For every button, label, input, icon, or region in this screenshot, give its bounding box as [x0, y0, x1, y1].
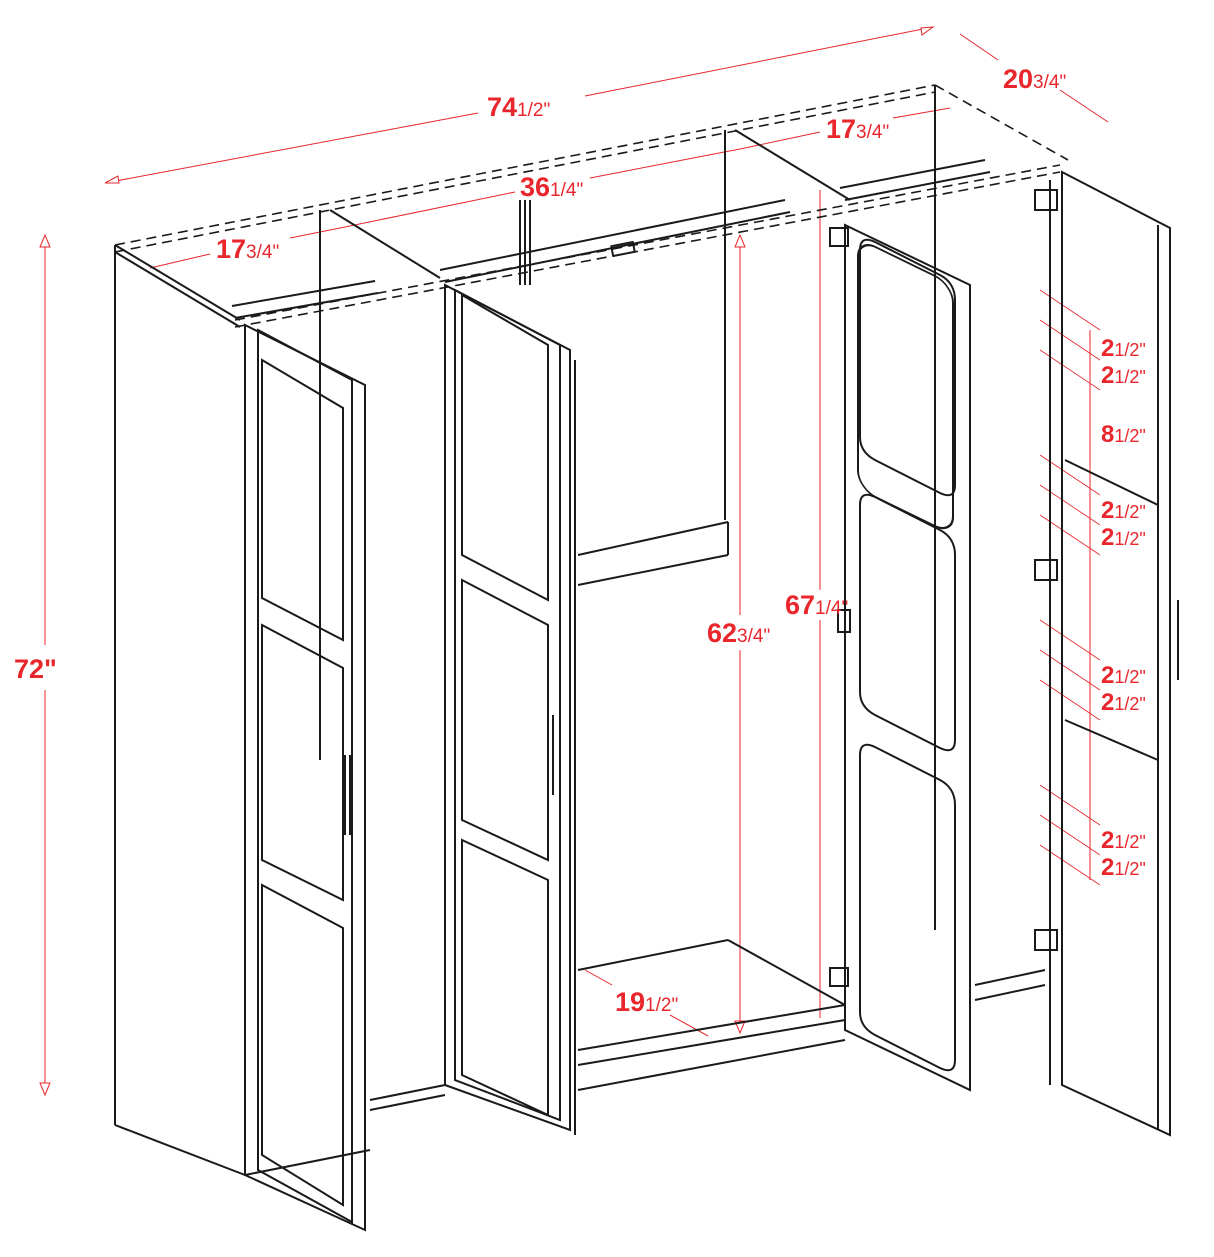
door-1	[244, 323, 366, 1232]
dim-center-section-width: 361/4"	[520, 172, 584, 202]
dim-shelf-spacing: 81/2"	[1101, 421, 1146, 448]
dim-shelf-spacing: 21/2"	[1101, 335, 1146, 362]
dim-overall-depth: 203/4"	[1003, 64, 1067, 94]
dim-center-hanging-height: 623/4"	[707, 618, 771, 648]
dim-shelf-spacing: 21/2"	[1101, 497, 1146, 524]
dim-overall-height: 72"	[14, 654, 57, 684]
dim-shelf-spacing: 21/2"	[1101, 827, 1146, 854]
dim-interior-depth: 191/2"	[615, 987, 679, 1017]
dim-left-section-width: 173/4"	[216, 234, 280, 264]
dim-right-section-width: 173/4"	[826, 114, 890, 144]
dim-shelf-spacing: 21/2"	[1101, 362, 1146, 389]
dim-shelf-spacing: 21/2"	[1101, 854, 1146, 881]
dim-right-interior-height: 671/4"	[785, 590, 849, 620]
door-2	[444, 283, 576, 1135]
dim-shelf-spacing: 21/2"	[1101, 689, 1146, 716]
dim-shelf-spacing: 21/2"	[1101, 662, 1146, 689]
door-4	[1034, 170, 1179, 1137]
dim-overall-width: 741/2"	[487, 92, 551, 122]
door-3	[829, 223, 971, 1092]
dim-shelf-spacing: 21/2"	[1101, 524, 1146, 551]
